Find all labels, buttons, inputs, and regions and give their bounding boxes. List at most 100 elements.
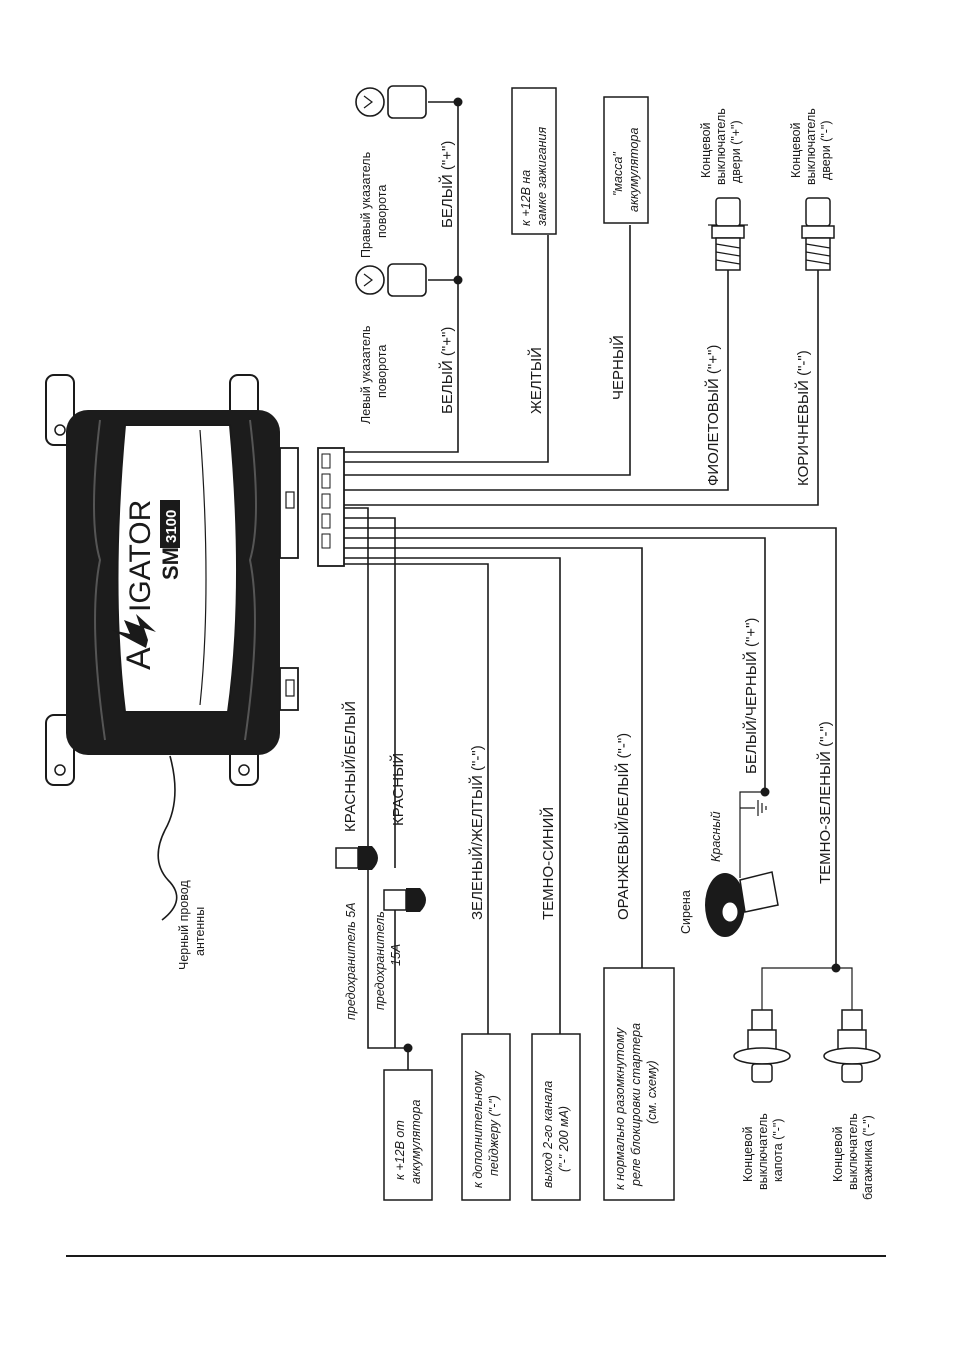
wire-bundle [344,102,837,1070]
label-starter-relay: к нормально разомкнутому [613,1027,627,1190]
hood-switch-flange [733,1047,791,1065]
junction-dot [453,97,463,107]
ignition-box [511,87,557,235]
label-door-minus: Концевой [789,122,803,178]
switch-nut [801,225,835,239]
pin [321,473,331,489]
pager-box [461,1033,511,1201]
label-door-plus: двери ("+") [729,120,743,183]
wire-red-white [344,507,408,1049]
siren-bracket [739,871,779,913]
label-antenna: Черный провод [177,880,191,970]
logo-text: IGATOR [124,500,157,612]
label-door-minus: двери ("-") [819,120,833,180]
screw-hole [54,424,66,436]
label-ground: "масса" [611,152,625,196]
logo-model-number: 3100 [163,510,180,543]
brand-logo: A IGATOR SM 3100 [112,500,183,670]
trunk-switch-wire [836,967,853,1010]
wire-yellow [344,235,549,463]
wire-white-black [344,537,766,792]
label-wire-white-black: БЕЛЫЙ/ЧЕРНЫЙ ("+") [742,618,760,774]
label-battery: к +12В от [393,1120,407,1180]
junction-dot [760,787,770,797]
label-siren: Сирена [679,890,693,934]
label-wire-yellow: ЖЕЛТЫЙ [527,347,545,414]
logo-model-badge [160,500,180,548]
label-hood: капота ("-") [771,1118,785,1182]
label-door-minus: выключатель [804,108,818,185]
label-siren-red: Красный [709,811,723,862]
label-hood: выключатель [756,1113,770,1190]
wire-white [344,102,459,453]
hood-switch-wire [761,967,836,1010]
panel-line [199,429,207,706]
label-fuse-5a: предохранитель 5А [344,902,358,1020]
label-pager: к дополнительному [471,1070,485,1188]
fuse-5a-cap [335,847,359,869]
label-trunk: Концевой [831,1126,845,1182]
label-left-turn: поворота [375,345,389,398]
label-wire-violet: ФИОЛЕТОВЫЙ ("+") [704,345,722,486]
switch-head [715,197,741,227]
battery-box [383,1069,433,1201]
trunk-switch-plunger [841,1063,863,1083]
siren-wire [739,791,765,878]
label-channel2: ("-" 200 мА) [557,1106,571,1172]
wire-black [344,225,631,476]
label-ground: аккумулятора [627,128,641,212]
siren [705,787,779,937]
label-wire-dark-green: ТЕМНО-ЗЕЛЕНЫЙ ("-") [816,721,834,884]
logo-model: SM [158,547,183,580]
label-pager: пейджеру ("-") [487,1095,501,1176]
fuse-15a-cap [383,889,407,911]
wire-green-yellow [344,563,489,1034]
door-switches [708,197,835,271]
pin [321,513,331,529]
label-left-turn: Левый указатель [359,326,373,424]
bulb-filament [363,273,373,287]
thread-lines [805,243,831,265]
right-bulb-icon [355,87,385,117]
screw-hole [54,764,66,776]
label-battery: аккумулятора [409,1100,423,1184]
label-right-turn: поворота [375,185,389,238]
wire-dark-blue [344,557,561,1034]
label-ignition: замке зажигания [535,127,549,227]
label-ignition: к +12В на [519,170,533,226]
fuses [335,846,426,1053]
trunk-switch-thread [841,1009,863,1031]
channel2-box [531,1033,581,1201]
pin [321,493,331,509]
wire-violet [344,270,729,491]
connector-latch [285,491,295,509]
left-bulb-icon [355,265,385,295]
label-starter-relay: (см. схему) [645,1060,659,1124]
label-fuse-15a: предохранитель [373,911,387,1010]
right-lamp-socket [387,85,427,119]
label-door-plus: выключатель [714,108,728,185]
left-lamp-socket [387,263,427,297]
label-wire-red: КРАСНЫЙ [389,753,407,826]
label-wire-dark-blue: ТЕМНО-СИНИЙ [539,807,557,920]
body-contour [93,419,106,741]
pin [321,453,331,469]
hood-switch-plunger [751,1063,773,1083]
trunk-switch-flange [823,1047,881,1065]
starter-relay-box [603,967,675,1201]
thread-lines [715,243,741,265]
label-trunk: выключатель [846,1113,860,1190]
junction-dot [831,963,841,973]
label-door-plus: Концевой [699,122,713,178]
antenna-wire [157,755,178,921]
bulb-filament [363,95,373,109]
logo-lightning-mark [112,614,156,648]
connector-latch [285,679,295,697]
switch-nut [711,225,745,239]
wire-dark-green [344,527,837,968]
label-wire-brown: КОРИЧНЕВЫЙ ("-") [794,350,812,486]
wire-orange-white [344,547,643,968]
body-contour [244,419,257,741]
